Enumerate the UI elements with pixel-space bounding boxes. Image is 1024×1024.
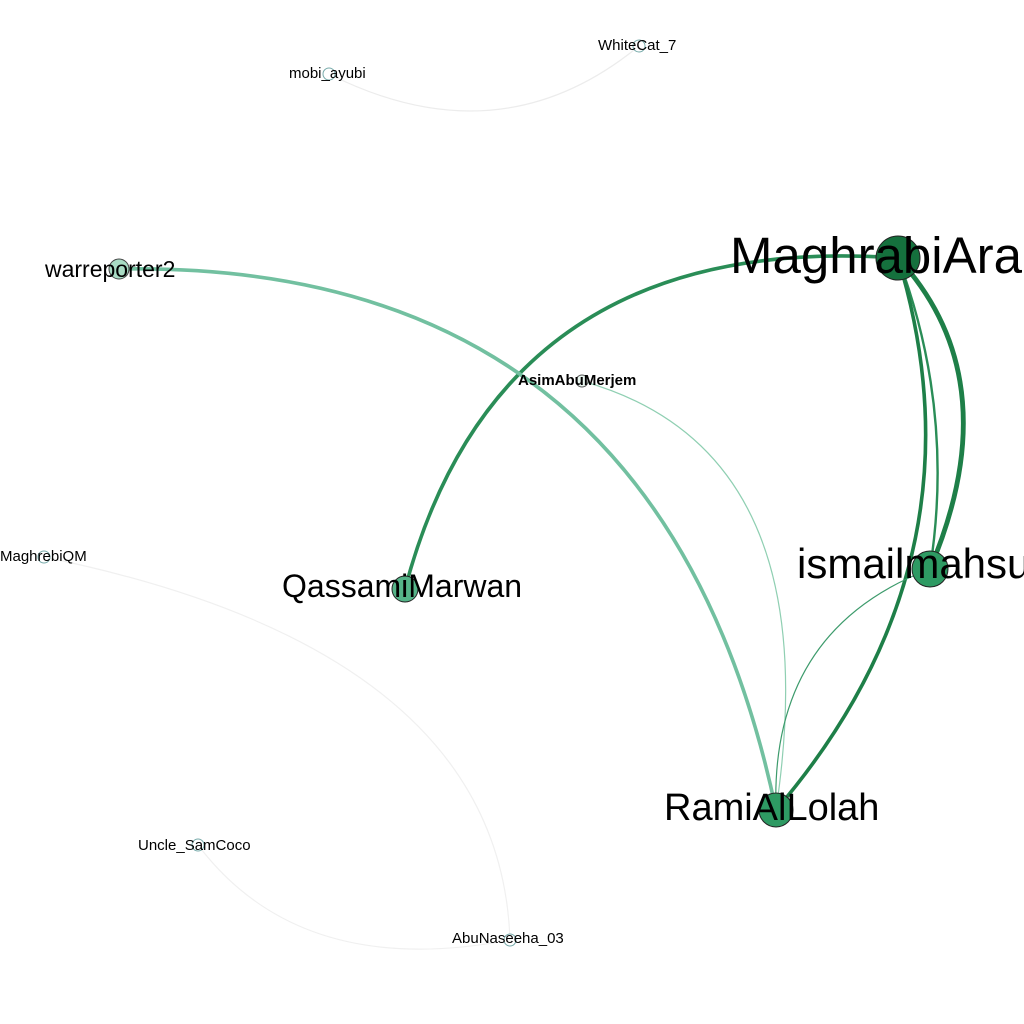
label-maghrabiarabi: MaghrabiArabi (730, 227, 1024, 284)
node-ramiallolah[interactable] (758, 792, 794, 828)
edge-asimabumerjem-ramiallolah (581, 380, 787, 811)
edge-maghrabiarabi-ramiallolah (774, 256, 928, 812)
edge-maghrabiarabi-ismailmahsud-outer (895, 255, 966, 572)
label-warreporter2: warreporter2 (44, 256, 175, 282)
label-qassamimarwan: QassamiMarwan (282, 568, 522, 604)
node-warreporter2[interactable] (108, 258, 130, 280)
node-asimabumerjem[interactable] (575, 374, 589, 388)
node-mobiayubi[interactable] (322, 67, 336, 81)
edge-mobiayubi-whitecat7 (328, 45, 640, 112)
label-ramiallolah: RamiAlLolah (664, 787, 879, 829)
label-maghrebiqm: MaghrebiQM (0, 548, 87, 565)
labels-layer: MaghrabiArabi ismailmahsud RamiAlLolah Q… (0, 37, 1024, 947)
label-whitecat7: WhiteCat_7 (598, 37, 676, 54)
node-abunaseeha03[interactable] (503, 933, 517, 947)
node-maghrabiarabi[interactable] (875, 235, 921, 281)
node-qassamimarwan[interactable] (391, 575, 419, 603)
node-maghrebiqm[interactable] (37, 550, 51, 564)
label-unclesamcoco: Uncle_SamCoco (138, 837, 251, 854)
node-ismailmahsud[interactable] (911, 550, 949, 588)
node-whitecat7[interactable] (632, 39, 646, 53)
edge-maghrabiarabi-qassamimarwan (403, 254, 900, 591)
node-unclesamcoco[interactable] (191, 838, 205, 852)
edge-maghrebiqm-abunaseeha03 (43, 556, 511, 941)
edge-ismailmahsud-ramiallolah (775, 568, 931, 811)
edge-warreporter2-ramiallolah (117, 267, 778, 812)
label-abunaseeha03: AbuNaseeha_03 (452, 930, 564, 947)
label-asimabumerjem: AsimAbuMerjem (518, 372, 636, 389)
edge-maghrabiarabi-ismailmahsud-inner (896, 256, 939, 571)
label-mobiayubi: mobi_ayubi (289, 65, 366, 82)
edges-layer (43, 45, 966, 950)
nodes-layer (37, 39, 949, 947)
edge-unclesamcoco-abunaseeha03 (197, 844, 511, 950)
label-ismailmahsud: ismailmahsud (797, 540, 1024, 587)
